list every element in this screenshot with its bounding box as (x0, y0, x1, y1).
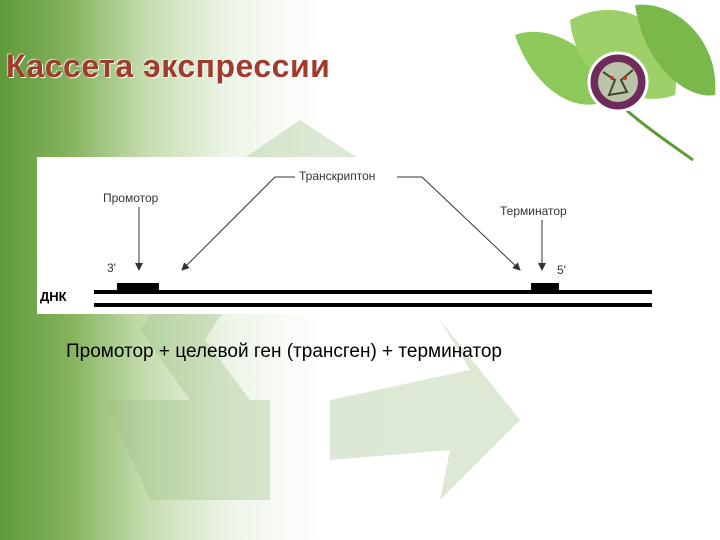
terminator-label: Терминатор (500, 204, 567, 218)
three-prime-label: 3' (107, 261, 116, 275)
transcripton-left-arrow (181, 176, 295, 271)
promoter-block (117, 283, 159, 291)
dna-strand-top (94, 290, 652, 294)
terminator-block (531, 283, 559, 291)
dna-strand-bottom (94, 303, 652, 307)
transcripton-label: Транскриптон (299, 169, 376, 183)
expression-cassette-diagram: Промотор Транскриптон Терминатор 3' 5' Д… (37, 157, 657, 314)
promoter-label: Промотор (103, 191, 159, 205)
dragon-emblem-icon (587, 51, 649, 113)
slide-title: Кассета экспрессии (6, 48, 331, 84)
five-prime-label: 5' (557, 263, 566, 277)
transcripton-right-arrow (397, 176, 521, 271)
cassette-formula: Промотор + целевой ген (трансген) + терм… (66, 341, 502, 362)
leaf-logo-icon (515, 4, 716, 162)
dna-label: ДНК (40, 289, 67, 304)
